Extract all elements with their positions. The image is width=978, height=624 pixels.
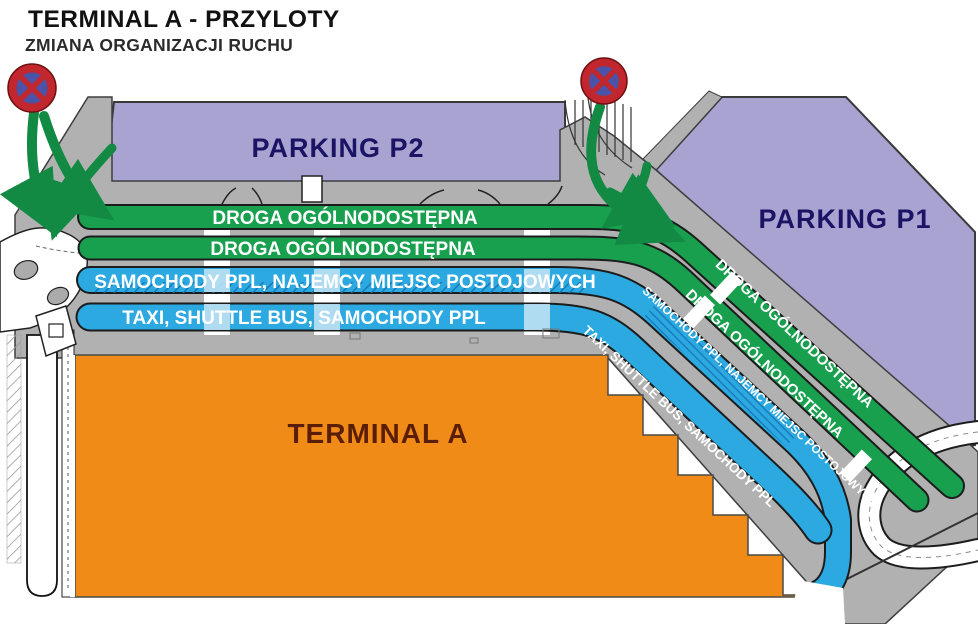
hatched-verge bbox=[6, 334, 22, 564]
public-road-label-1: DROGA OGÓLNODOSTĘPNA bbox=[212, 207, 478, 229]
ppl-tenants-label: SAMOCHODY PPL, NAJEMCY MIEJSC POSTOJOWYC… bbox=[94, 272, 595, 293]
taxi-shuttle-label: TAXI, SHUTTLE BUS, SAMOCHODY PPL bbox=[122, 308, 486, 329]
direction-arrows bbox=[0, 102, 686, 245]
no-stopping-sign-icon bbox=[580, 57, 628, 105]
crosswalks-diagonal bbox=[682, 271, 873, 483]
band-edge-line bbox=[844, 512, 978, 581]
traffic-island bbox=[46, 286, 70, 306]
page-title: TERMINAL A - PRZYLOTY bbox=[28, 6, 340, 33]
parking-p2-label: PARKING P2 bbox=[251, 133, 424, 163]
terminal-a-label: TERMINAL A bbox=[287, 418, 468, 449]
taxi-shuttle-road bbox=[75, 302, 833, 545]
terminal-gap bbox=[70, 355, 75, 597]
no-stopping-sign-icon bbox=[7, 63, 57, 113]
ppl-tenants-road bbox=[76, 266, 852, 608]
bus-shelters bbox=[349, 328, 560, 344]
parking-p1-label: PARKING P1 bbox=[758, 204, 931, 234]
left-lane bbox=[26, 334, 58, 597]
parking-hatch-diagonal bbox=[643, 303, 799, 447]
booth bbox=[48, 323, 64, 338]
public-road-second bbox=[77, 235, 930, 513]
white-wedge bbox=[790, 580, 845, 624]
left-road-complex bbox=[0, 227, 91, 598]
traffic-island bbox=[13, 259, 39, 281]
public-road-label-2: DROGA OGÓLNODOSTĘPNA bbox=[210, 238, 476, 260]
page-subtitle: ZMIANA ORGANIZACJI RUCHU bbox=[25, 35, 293, 55]
p2-entry-details bbox=[221, 175, 563, 205]
crosswalks-on-blue bbox=[204, 269, 550, 330]
